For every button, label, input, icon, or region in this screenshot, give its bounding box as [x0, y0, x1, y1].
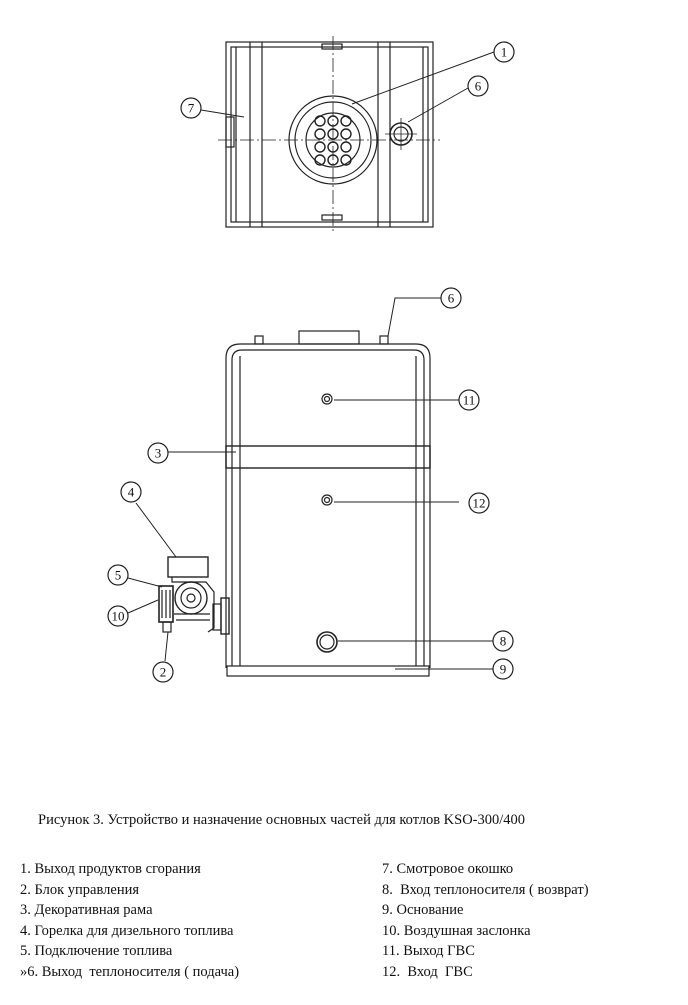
- legend-left-column: 1. Выход продуктов сгорания 2. Блок упра…: [20, 859, 239, 982]
- callout-7: 7: [180, 97, 202, 119]
- front-view: [158, 330, 431, 677]
- legend-item: 11. Выход ГВС: [382, 943, 475, 959]
- callout-10: 10: [107, 605, 129, 627]
- callout-circle: [468, 492, 490, 514]
- callout-2: 2: [152, 661, 174, 683]
- callout-8: 8: [492, 630, 514, 652]
- callout-number: 11: [463, 393, 476, 408]
- legend-item: 3. Декоративная рама: [20, 902, 153, 918]
- callout-1: 1: [493, 41, 515, 63]
- legend-item: »6. Выход теплоносителя ( подача): [20, 963, 240, 980]
- callout-layer: 1 6 7 6 11 3 4 12 5 10 8 2 9: [107, 41, 515, 683]
- callout-11: 11: [458, 389, 480, 411]
- legend-item: 10. Воздушная заслонка: [382, 922, 531, 939]
- callout-circle: [492, 630, 514, 652]
- callout-number: 8: [500, 634, 507, 649]
- callout-circle: [493, 41, 515, 63]
- callout-circle: [440, 287, 462, 309]
- legend-item: 9. Основание: [382, 902, 464, 918]
- legend-item: 1. Выход продуктов сгорания: [20, 861, 201, 877]
- callout-number: 9: [500, 662, 507, 677]
- callout-9: 9: [492, 658, 514, 680]
- legend-right-column: 7. Смотровое окошко 8. Вход теплоносител…: [382, 859, 589, 982]
- callout-number: 4: [128, 485, 135, 500]
- callout-circle: [152, 661, 174, 683]
- callout-number: 2: [160, 665, 167, 680]
- callout-circle: [147, 442, 169, 464]
- callout-circle: [180, 97, 202, 119]
- figure-caption: Рисунок 3. Устройство и назначение основ…: [38, 812, 526, 828]
- callout-number: 1: [501, 45, 508, 60]
- callout-number: 3: [155, 446, 162, 461]
- callout-number: 6: [475, 79, 482, 94]
- leader-lines: [127, 51, 495, 670]
- callout-6: 6: [467, 75, 489, 97]
- callout-circle: [120, 481, 142, 503]
- callout-circle: [107, 564, 129, 586]
- callout-number: 12: [473, 496, 486, 511]
- callout-number: 5: [115, 568, 122, 583]
- callout-12: 12: [468, 492, 490, 514]
- callout-number: 7: [188, 101, 195, 116]
- callout-6: 6: [440, 287, 462, 309]
- legend-item: 5. Подключение топлива: [20, 943, 173, 959]
- top-view: [218, 36, 440, 234]
- callout-number: 6: [448, 291, 455, 306]
- callout-number: 10: [112, 609, 125, 624]
- callout-circle: [492, 658, 514, 680]
- legend-item: 4. Горелка для дизельного топлива: [20, 922, 234, 939]
- callout-5: 5: [107, 564, 129, 586]
- legend-item: 12. Вход ГВС: [382, 963, 473, 980]
- legend-item: 2. Блок управления: [20, 881, 140, 898]
- callout-circle: [107, 605, 129, 627]
- legend-item: 7. Смотровое окошко: [382, 861, 514, 877]
- callout-circle: [458, 389, 480, 411]
- callout-3: 3: [147, 442, 169, 464]
- boiler-diagram: 1 6 7 6 11 3 4 12 5 10 8 2 9: [107, 36, 515, 683]
- legend-item: 8. Вход теплоносителя ( возврат): [382, 881, 589, 898]
- callout-circle: [467, 75, 489, 97]
- callout-4: 4: [120, 481, 142, 503]
